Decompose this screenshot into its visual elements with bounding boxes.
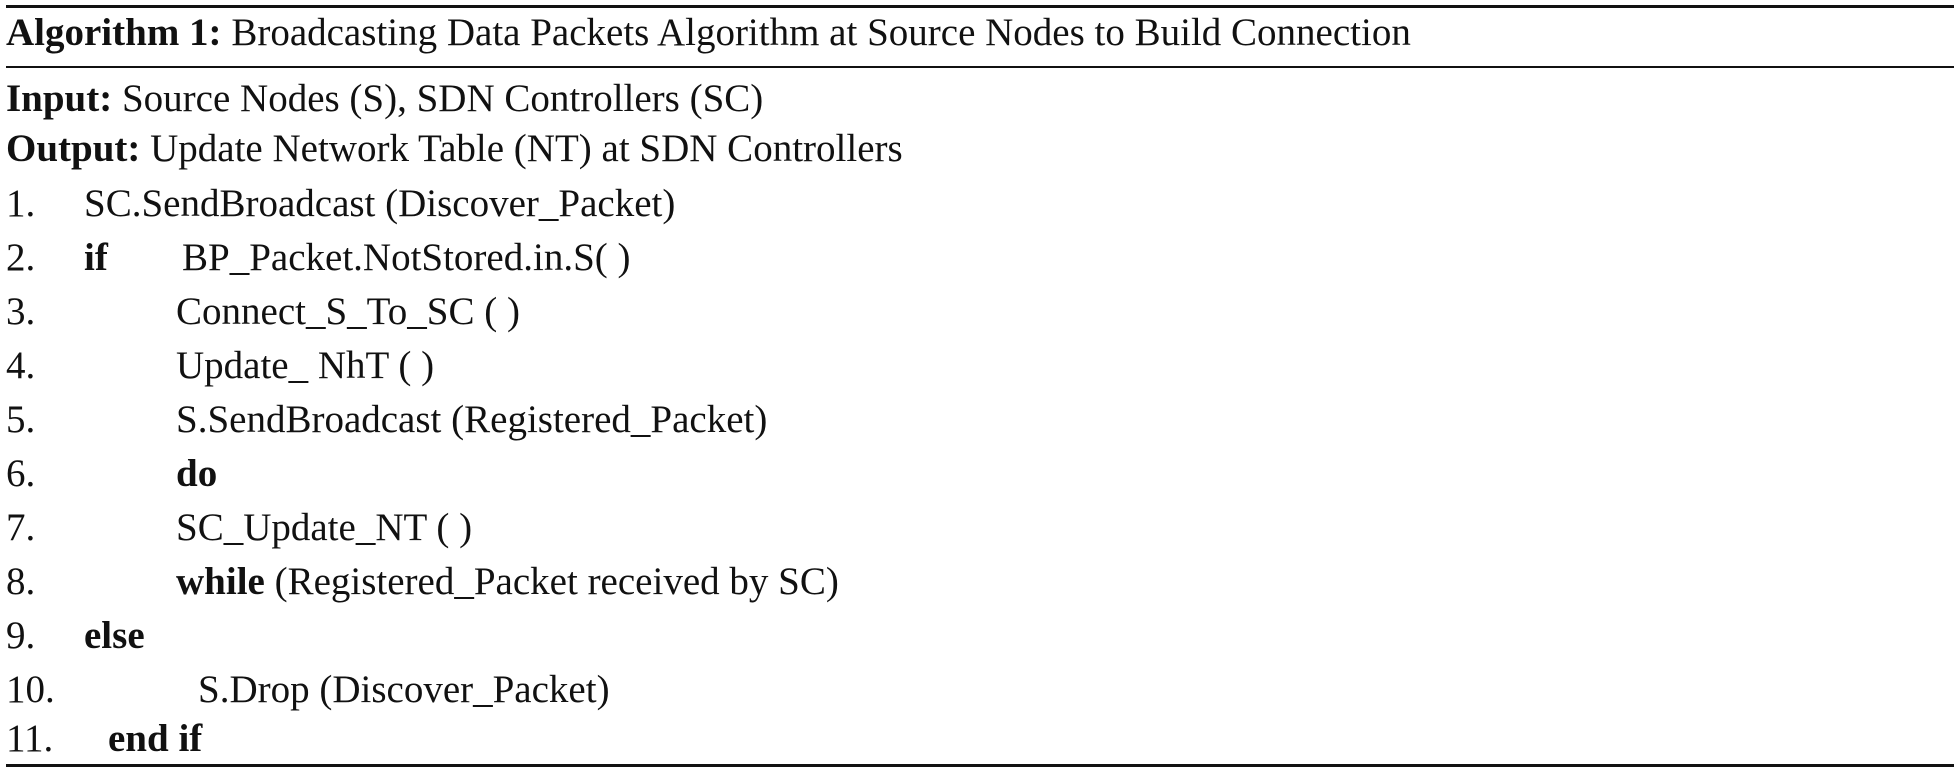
step-number: 10.: [6, 668, 55, 711]
algorithm-header: Algorithm 1: Broadcasting Data Packets A…: [6, 6, 1411, 60]
step-line: while (Registered_Packet received by SC): [176, 555, 839, 609]
step-text: Connect_S_To_SC ( ): [176, 290, 520, 333]
step-number: 7.: [6, 506, 36, 549]
top-rule: [6, 5, 1954, 8]
output-line: Output: Update Network Table (NT) at SDN…: [6, 122, 903, 176]
step-keyword: if: [84, 236, 108, 279]
step-number: 8.: [6, 560, 36, 603]
step-number: 6.: [6, 452, 36, 495]
step-number: 11.: [6, 717, 54, 760]
algorithm-title: Broadcasting Data Packets Algorithm at S…: [231, 11, 1411, 54]
step-number: 2.: [6, 236, 36, 279]
step-text: (Registered_Packet received by SC): [274, 560, 839, 603]
algorithm-label: Algorithm 1:: [6, 11, 222, 54]
step-number: 3.: [6, 290, 36, 333]
output-text: Update Network Table (NT) at SDN Control…: [150, 127, 903, 170]
header-rule: [6, 66, 1954, 68]
step-keyword: else: [84, 614, 145, 657]
step-text: SC.SendBroadcast (Discover_Packet): [84, 182, 676, 225]
output-label: Output:: [6, 127, 141, 170]
step-number: 4.: [6, 344, 36, 387]
step-keyword: end if: [108, 717, 203, 760]
step-text: S.SendBroadcast (Registered_Packet): [176, 398, 768, 441]
input-text: Source Nodes (S), SDN Controllers (SC): [121, 77, 764, 120]
step-text: SC_Update_NT ( ): [176, 506, 473, 549]
step-keyword: while: [176, 560, 265, 603]
step-text: Update_ NhT ( ): [176, 344, 435, 387]
step-text: S.Drop (Discover_Packet): [198, 668, 610, 711]
input-label: Input:: [6, 77, 113, 120]
step-keyword: do: [176, 452, 218, 495]
input-line: Input: Source Nodes (S), SDN Controllers…: [6, 72, 763, 126]
step-text: BP_Packet.NotStored.in.S( ): [182, 236, 631, 279]
step-number: 9.: [6, 614, 36, 657]
step-number: 5.: [6, 398, 36, 441]
step-number: 1.: [6, 182, 36, 225]
bottom-rule: [6, 764, 1954, 767]
